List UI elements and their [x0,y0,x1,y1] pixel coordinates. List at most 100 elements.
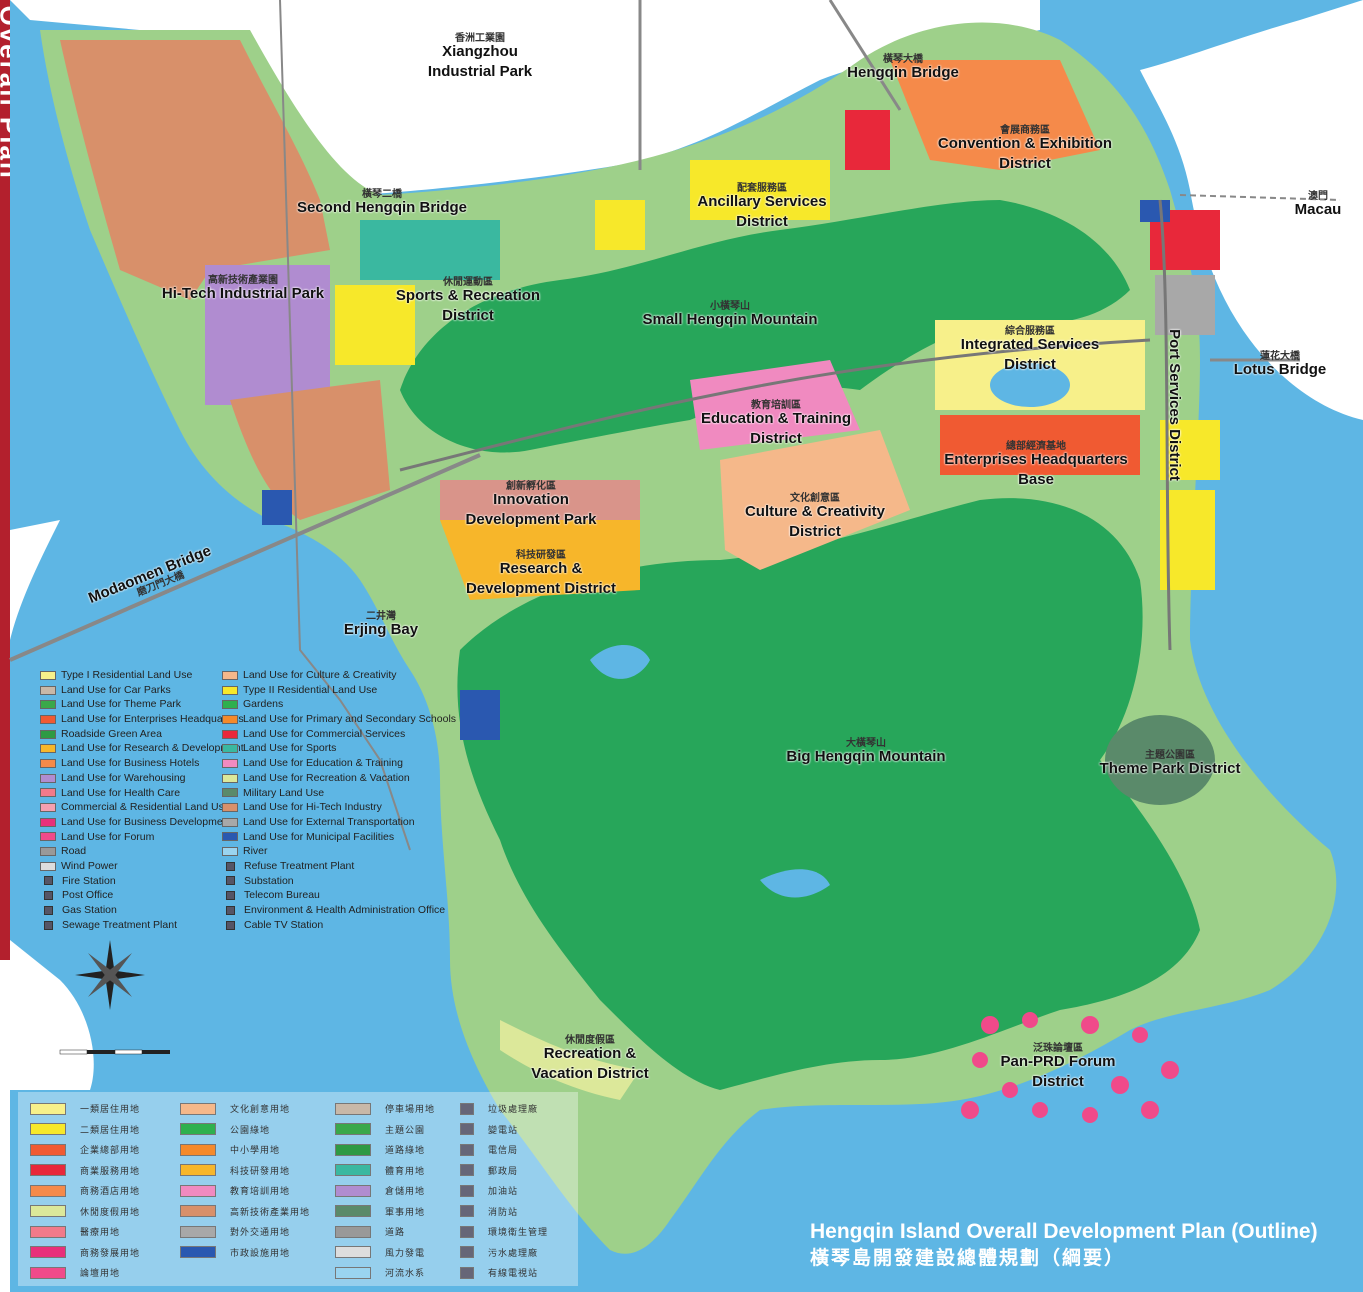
cn-legend-label: 商務發展用地 [80,1247,141,1258]
research-zone [440,520,640,600]
place-label-lotus: Lotus Bridge [1234,360,1327,380]
legend-item: Roadside Green Area [40,727,244,742]
legend-label: Land Use for Warehousing [61,771,186,784]
place-label-cn-education: 教育培訓區 [751,400,801,411]
cn-legend-item: 文化創意用地 [180,1102,290,1115]
cn-legend-item: 體育用地 [335,1164,425,1177]
cn-legend-item: 風力發電 [335,1246,425,1259]
legend-label: Cable TV Station [244,918,324,931]
west-road [279,0,411,851]
cn-legend-panel [18,1092,578,1286]
enterprises-zone [940,415,1140,475]
place-label-line: District [750,430,802,447]
legend-item: Land Use for Theme Park [40,697,244,712]
legend-swatch [222,685,238,695]
place-label-big-mountain: Big Hengqin Mountain [786,747,945,767]
legend-label: River [243,845,268,858]
cn-legend-label: 郵政局 [488,1165,519,1176]
legend-label: Military Land Use [243,786,325,799]
cn-legend-item: 商務酒店用地 [30,1184,140,1197]
legend-label: Gas Station [62,904,117,916]
legend-swatch [40,685,56,695]
cn-legend-swatch [460,1164,474,1176]
legend-symbol-item: Cable TV Station [222,918,456,933]
legend-item: Land Use for Hi-Tech Industry [222,800,456,815]
legend-label: Land Use for Commercial Services [243,727,406,740]
mainland-west [10,520,60,640]
scale-bar-icon [59,1049,170,1055]
legend-swatch [222,714,238,724]
legend-item: Gardens [222,697,456,712]
legend-label: Land Use for Research & Development [61,742,244,755]
legend-label: Land Use for Municipal Facilities [243,830,395,843]
place-label-line: Macau [1294,201,1342,218]
place-label-line: Small Hengqin Mountain [642,311,818,328]
cn-legend-label: 二類居住用地 [80,1124,141,1135]
legend-swatch [222,832,238,842]
legend-swatch [222,803,238,813]
place-label-small-mountain: Small Hengqin Mountain [643,310,818,330]
place-label-line: Erjing Bay [343,621,419,638]
mountain-lake-2 [760,869,830,898]
cn-legend-item: 商業服務用地 [30,1164,140,1177]
place-label-cn-macau: 澳門 [1308,191,1328,202]
cn-legend-swatch [30,1205,66,1217]
place-label-macau: Macau [1295,200,1342,220]
place-label-line: Convention & Exhibition [937,135,1113,152]
legend-label: Land Use for Sports [243,742,337,755]
cn-legend-label: 論壇用地 [80,1268,121,1278]
facility-symbol-icon [226,905,235,915]
legend-item: River [222,844,456,859]
cn-legend-label: 道路綠地 [385,1145,426,1155]
small-hengqin-mountain [400,200,1130,453]
legend-swatch [222,700,238,710]
cn-legend-swatch [460,1225,474,1238]
place-label-line: District [736,213,788,230]
cn-legend-item: 商務發展用地 [30,1246,140,1259]
cn-legend-swatch [180,1225,216,1238]
legend-item: Type I Residential Land Use [40,668,244,683]
cn-legend-swatch [30,1164,66,1176]
cn-legend-swatch [180,1205,216,1217]
cn-legend-label: 河流水系 [385,1268,426,1278]
place-label-line: Xiangzhou [442,43,518,60]
legend-item: Land Use for Education & Training [222,756,456,771]
cn-legend-item: 垃圾處理廠 [460,1102,538,1115]
cn-legend-item: 一類居住用地 [30,1102,140,1115]
cn-legend-label: 道路 [385,1227,406,1237]
place-label-line: District [1032,1073,1084,1090]
cn-legend-label: 電信局 [488,1145,519,1155]
cn-legend-item: 論壇用地 [30,1266,120,1279]
cn-legend-label: 加油站 [488,1186,519,1196]
legend-item: Land Use for Enterprises Headquarters [40,712,244,727]
legend-label: Land Use for Forum [61,830,155,843]
place-label-hitech: Hi-Tech Industrial Park [162,284,324,304]
legend-label: Land Use for Culture & Creativity [243,669,397,681]
cn-legend-item: 電信局 [460,1143,518,1156]
legend-swatch [40,803,56,813]
integrated-lake [990,363,1070,407]
cn-legend-swatch [180,1143,216,1156]
legend-swatch [222,847,238,857]
ancillary-block-2 [690,160,830,220]
legend-label: Land Use for Business Development [61,815,232,828]
legend-item: Wind Power [40,859,244,874]
place-label-line: Theme Park District [1099,760,1241,777]
hengqin-bridge-line [828,0,902,111]
place-label-recreation: Recreation &Vacation District [531,1044,649,1084]
big-hengqin-mountain [457,498,1201,1091]
cn-legend-item: 環境衛生管理 [460,1225,548,1238]
cn-legend-swatch [460,1205,474,1217]
modaomen-bridge-line [9,453,481,662]
legend-label: Type II Residential Land Use [243,683,378,696]
legend-item: Commercial & Residential Land Use [40,800,244,815]
place-label-line: Recreation & [543,1045,637,1062]
cn-legend-item: 消防站 [460,1205,518,1218]
legend-label: Sewage Treatment Plant [62,918,177,931]
cn-legend-swatch [180,1102,216,1115]
legend-item: Land Use for Recreation & Vacation [222,771,456,786]
legend-swatch [40,744,56,754]
cn-legend-label: 醫療用地 [80,1227,121,1237]
